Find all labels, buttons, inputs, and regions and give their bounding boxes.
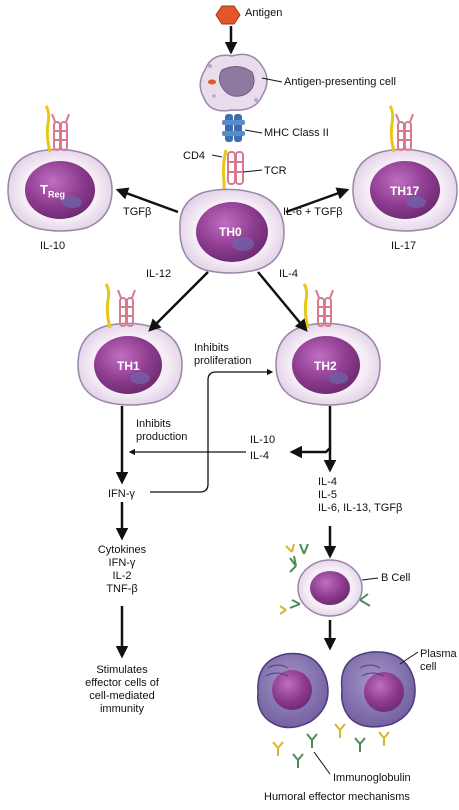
arrow-th0-th2: [257, 271, 308, 332]
cd4-label: CD4: [183, 150, 206, 162]
antigen-label: Antigen: [245, 7, 283, 19]
th1-label: TH1: [117, 359, 140, 373]
tcr-icon: [227, 151, 244, 185]
th1-cell: [77, 322, 183, 406]
tgfb-label: TGFβ: [123, 206, 152, 218]
antigen-icon: [215, 5, 241, 25]
arrow-th2-il10-il4: [289, 406, 332, 459]
th2-cell: [275, 322, 381, 406]
humoral-label: Humoral effector mechanisms: [264, 791, 410, 803]
b-cell: [297, 559, 363, 617]
plasma-cell-right: [340, 651, 416, 728]
arrow-th0-th17: [285, 187, 350, 214]
apc-label: Antigen-presenting cell: [284, 76, 396, 88]
immunoglobulin-icons: [272, 723, 390, 768]
ifn-gamma-label: IFN-γ: [108, 488, 135, 500]
arrow-th0-treg: [115, 187, 179, 214]
th17-label: TH17: [390, 184, 420, 198]
th2-label: TH2: [314, 359, 337, 373]
th0-cell: [179, 188, 285, 274]
mhc-class-ii-icon: [222, 114, 245, 142]
th17-cell: [352, 148, 458, 232]
il12-label: IL-12: [146, 268, 172, 280]
il10-treg-label: IL-10: [40, 240, 66, 252]
il10-mid-label: IL-10: [250, 434, 276, 446]
tcr-label: TCR: [264, 165, 287, 177]
b-cell-label: B Cell: [381, 572, 411, 584]
antibody-icons: [289, 543, 371, 609]
il4-mid-label: IL-4: [250, 450, 269, 462]
treg-label: TReg: [40, 182, 65, 200]
arrow-inhibits-proliferation: [150, 368, 274, 493]
il4-label: IL-4: [279, 268, 298, 280]
th0-label: TH0: [219, 225, 242, 239]
il6-tgfb-label: IL-6 + TGFβ: [283, 206, 343, 218]
il17-label: IL-17: [391, 240, 417, 252]
treg-cell: [7, 148, 113, 232]
antigen-presenting-cell-icon: [199, 53, 268, 112]
immunoglobulin-label: Immunoglobulin: [333, 772, 411, 784]
plasma-cell-left: [256, 652, 329, 729]
arrow-th0-th1: [148, 271, 209, 332]
mhc-label: MHC Class II: [264, 127, 329, 139]
